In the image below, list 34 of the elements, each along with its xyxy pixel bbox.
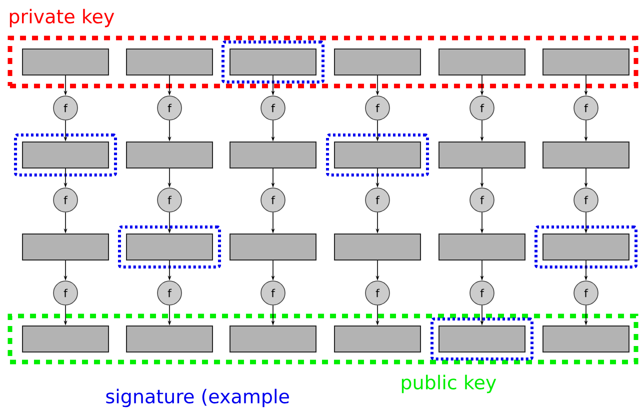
block — [230, 142, 316, 168]
caption: signature (example — [106, 388, 289, 408]
block — [126, 48, 213, 76]
highlight-frame — [14, 134, 117, 176]
block — [22, 48, 109, 76]
block — [438, 142, 526, 168]
block — [438, 48, 526, 76]
block — [542, 326, 630, 352]
block — [22, 234, 109, 260]
node-label: private key — [10, 8, 114, 28]
block — [334, 234, 421, 260]
block — [126, 142, 213, 168]
block — [334, 326, 421, 352]
block — [334, 48, 421, 76]
block — [438, 234, 526, 260]
block — [542, 48, 630, 76]
key-frame: private key — [8, 8, 638, 88]
node-label: public key — [402, 374, 496, 394]
block — [438, 326, 526, 352]
highlight-frame — [222, 40, 324, 84]
highlight-frame — [118, 226, 221, 268]
block — [22, 142, 109, 168]
block — [126, 326, 213, 352]
highlight-frame — [326, 134, 429, 176]
block — [230, 234, 316, 260]
highlight-frame — [534, 226, 638, 268]
block — [542, 234, 630, 260]
block — [22, 326, 109, 352]
block — [334, 142, 421, 168]
highlight-frame — [430, 318, 534, 360]
block — [230, 326, 316, 352]
block — [542, 142, 630, 168]
block — [126, 234, 213, 260]
block — [230, 48, 316, 76]
